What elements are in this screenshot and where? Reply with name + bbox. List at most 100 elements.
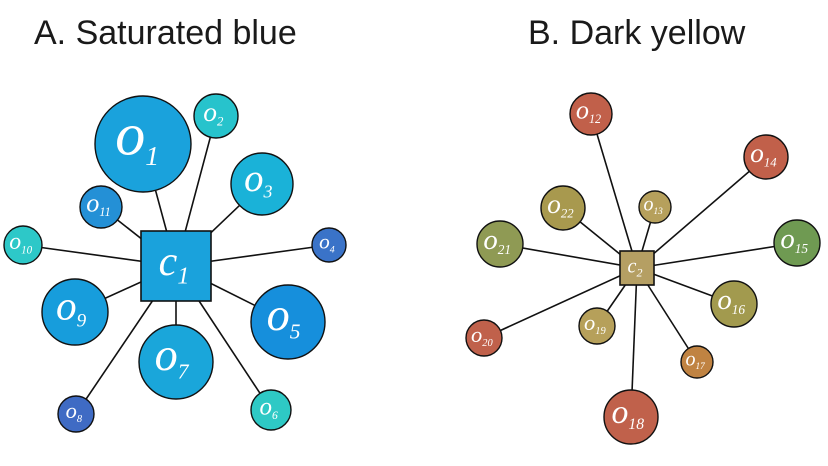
node-subscript: 19: [595, 326, 606, 337]
node-letter: o: [259, 393, 272, 420]
node-o12-circle: [569, 92, 613, 136]
node-subscript: 18: [628, 416, 644, 433]
node-letter: o: [155, 330, 178, 381]
node-o8-circle: [57, 395, 95, 433]
node-o10-circle: [3, 225, 43, 265]
edge-c2-o12: [590, 113, 638, 269]
node-letter: o: [319, 230, 330, 254]
center-letter: c: [628, 255, 637, 277]
node-letter: o: [471, 322, 482, 347]
edge-c2-o15: [636, 242, 798, 269]
node-o17-label: o17: [685, 349, 705, 373]
node-letter: o: [267, 290, 290, 341]
node-subscript: 20: [482, 338, 493, 349]
node-letter: o: [717, 284, 731, 316]
node-subscript: 10: [21, 244, 33, 256]
node-o9-circle: [41, 278, 109, 346]
node-o15-circle: [773, 219, 821, 267]
node-o18-circle: [603, 389, 659, 445]
node-o13-label: o13: [643, 194, 663, 218]
node-o2-circle: [193, 93, 239, 139]
node-o7: o7: [138, 324, 214, 400]
node-letter: o: [685, 349, 695, 371]
node-o4-label: o4: [319, 230, 335, 256]
node-o14: o14: [743, 134, 789, 180]
node-letter: o: [203, 96, 217, 127]
node-letter: o: [584, 310, 595, 335]
node-letter: o: [780, 223, 794, 255]
node-letter: o: [244, 157, 263, 200]
node-o20-label: o20: [471, 322, 493, 349]
edge-c2-o20: [483, 267, 638, 339]
node-o3-label: o3: [244, 157, 272, 202]
node-o9-label: o9: [56, 282, 87, 331]
node-o20-circle: [465, 319, 503, 357]
node-subscript: 6: [272, 409, 278, 422]
node-o22-label: o22: [547, 188, 574, 221]
node-o5-label: o5: [267, 290, 301, 343]
node-o3: o3: [230, 152, 294, 216]
node-o19-label: o19: [584, 310, 606, 337]
center-c1: c1: [140, 230, 212, 302]
node-o1-circle: [94, 95, 192, 193]
node-subscript: 2: [217, 115, 224, 129]
center-letter: c: [159, 239, 178, 285]
node-subscript: 7: [178, 359, 190, 383]
edge-c2-o14: [636, 156, 767, 269]
node-subscript: 3: [262, 182, 272, 202]
node-o2-label: o2: [203, 96, 224, 129]
node-letter: o: [547, 188, 561, 219]
node-subscript: 11: [99, 205, 110, 219]
node-letter: o: [86, 189, 99, 218]
panel-a-title: A. Saturated blue: [34, 14, 297, 52]
node-o3-circle: [230, 152, 294, 216]
node-o10: o10: [3, 225, 43, 265]
node-subscript: 13: [653, 207, 663, 217]
node-subscript: 9: [77, 311, 87, 332]
node-o18-label: o18: [611, 394, 644, 433]
node-o11-circle: [79, 185, 123, 229]
node-o12-label: o12: [576, 96, 601, 127]
center-c1-label: c1: [159, 239, 190, 289]
node-o16-circle: [710, 280, 758, 328]
node-letter: o: [9, 229, 21, 255]
center-c2: c2: [619, 250, 655, 286]
node-o12: o12: [569, 92, 613, 136]
node-o6-label: o6: [259, 393, 278, 421]
center-c2-label: c2: [628, 255, 643, 279]
node-o15: o15: [773, 219, 821, 267]
center-subscript: 1: [177, 264, 189, 290]
node-letter: o: [66, 398, 77, 423]
node-o13-circle: [638, 190, 672, 224]
node-subscript: 14: [764, 156, 777, 170]
node-o21-label: o21: [483, 224, 511, 257]
node-o11-label: o11: [86, 189, 110, 220]
node-o18: o18: [603, 389, 659, 445]
node-o17: o17: [680, 345, 714, 379]
node-subscript: 1: [145, 141, 159, 172]
node-subscript: 12: [589, 112, 601, 126]
node-letter: o: [643, 194, 653, 216]
node-o21-circle: [476, 220, 524, 268]
node-o5: o5: [250, 284, 326, 360]
node-letter: o: [576, 96, 589, 125]
center-c2-square: [619, 250, 655, 286]
node-o16: o16: [710, 280, 758, 328]
center-subscript: 2: [636, 266, 642, 280]
node-o7-circle: [138, 324, 214, 400]
node-o4: o4: [311, 227, 347, 263]
panel-b-title: B. Dark yellow: [528, 14, 746, 52]
node-subscript: 16: [732, 302, 746, 317]
node-o6-circle: [250, 389, 292, 431]
node-letter: o: [611, 394, 628, 431]
node-subscript: 8: [77, 414, 83, 425]
node-subscript: 22: [561, 207, 574, 221]
node-letter: o: [750, 137, 764, 168]
node-subscript: 21: [498, 242, 511, 257]
node-o8: o8: [57, 395, 95, 433]
node-o22-circle: [540, 185, 586, 231]
node-subscript: 17: [695, 362, 705, 372]
node-o19: o19: [578, 307, 616, 345]
